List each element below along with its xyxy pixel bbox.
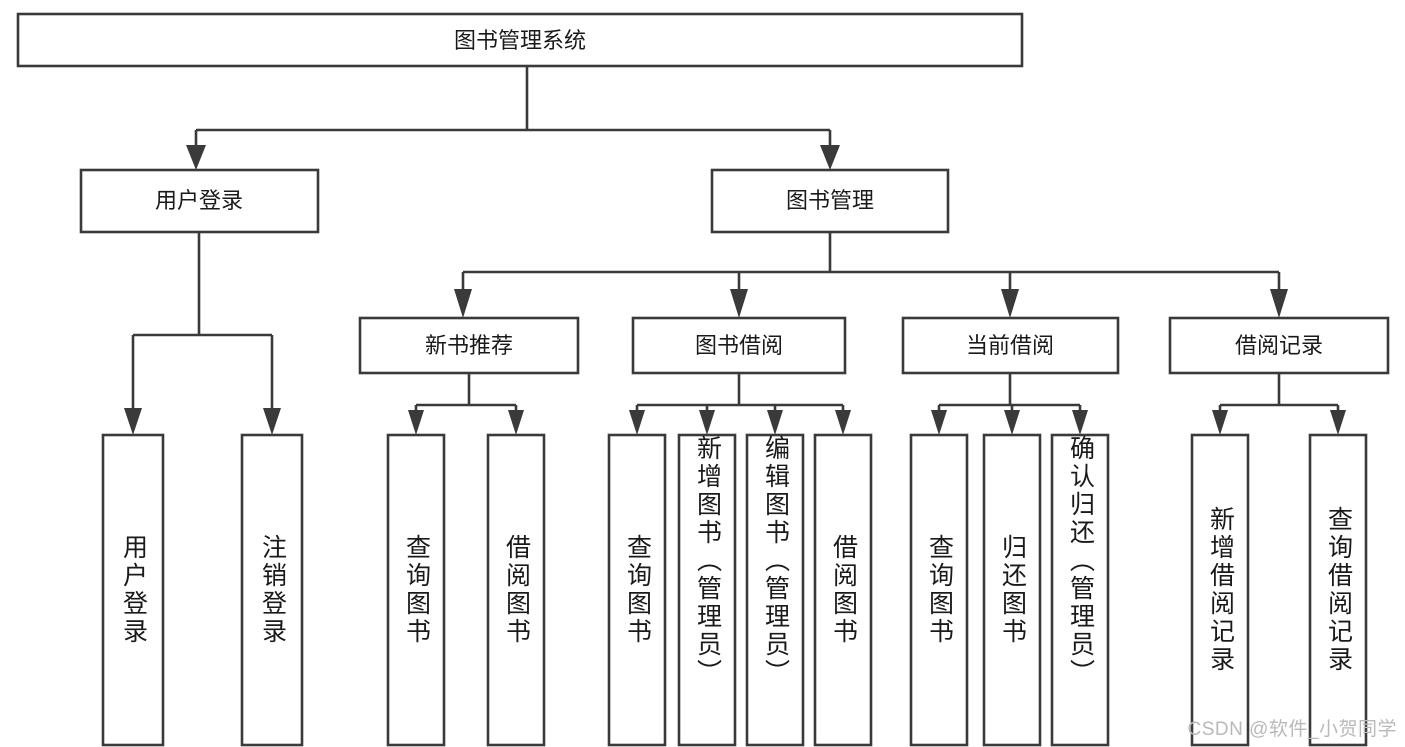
leaf-box[interactable] xyxy=(486,433,546,747)
node-level3-current-borrow[interactable]: 当前借阅 xyxy=(901,316,1120,375)
node-root[interactable]: 图书管理系统 xyxy=(16,12,1024,68)
arrow-head-icon xyxy=(408,410,424,435)
node-root-label: 图书管理系统 xyxy=(454,28,586,53)
node-new-book-recommend-box[interactable] xyxy=(358,316,580,375)
leaf-box[interactable] xyxy=(745,433,805,747)
watermark-text: CSDN @软件_小贺同学 xyxy=(1187,719,1397,740)
arrow-head-icon xyxy=(508,410,524,435)
node-level3-borrow-records[interactable]: 借阅记录 xyxy=(1168,316,1390,375)
arrow-head-icon xyxy=(186,145,206,170)
arrow-head-icon xyxy=(1330,410,1346,435)
node-level2-book-management[interactable]: 图书管理 xyxy=(710,168,950,234)
arrow-head-icon xyxy=(835,410,851,435)
arrow-head-icon xyxy=(124,408,142,435)
connector-group-current-borrow xyxy=(931,373,1088,435)
arrow-head-icon xyxy=(1270,289,1288,318)
node-root-box[interactable] xyxy=(16,12,1024,68)
connector-group-new-book xyxy=(408,373,524,435)
node-level3-new-book-recommend[interactable]: 新书推荐 xyxy=(358,316,580,375)
leaf-box[interactable] xyxy=(677,433,737,747)
arrow-head-icon xyxy=(1001,289,1019,318)
node-book-management-box[interactable] xyxy=(710,168,950,234)
arrow-head-icon xyxy=(699,410,715,435)
node-user-login-box[interactable] xyxy=(79,168,320,234)
connector-group-borrow xyxy=(629,373,851,435)
leaf-box[interactable] xyxy=(240,433,304,747)
arrow-head-icon xyxy=(263,408,281,435)
arrow-head-icon xyxy=(454,289,472,318)
leaf-box[interactable] xyxy=(386,433,446,747)
arrow-head-icon xyxy=(767,410,783,435)
connector-group-book-manage xyxy=(454,232,1288,318)
leaf-box-group xyxy=(101,433,1368,747)
leaf-box[interactable] xyxy=(1190,433,1250,747)
arrow-head-icon xyxy=(1072,410,1088,435)
connector-group-records xyxy=(1212,373,1346,435)
connector-group-root xyxy=(186,66,840,170)
node-level3-book-borrow[interactable]: 图书借阅 xyxy=(631,316,847,375)
node-current-borrow-box[interactable] xyxy=(901,316,1120,375)
node-book-management-label: 图书管理 xyxy=(786,188,874,213)
arrow-head-icon xyxy=(931,410,947,435)
node-book-borrow-box[interactable] xyxy=(631,316,847,375)
node-borrow-records-label: 借阅记录 xyxy=(1235,333,1323,358)
node-book-borrow-label: 图书借阅 xyxy=(695,333,783,358)
arrow-head-icon xyxy=(730,289,748,318)
arrow-head-icon xyxy=(820,145,840,170)
leaf-box[interactable] xyxy=(607,433,667,747)
leaf-box[interactable] xyxy=(1308,433,1368,747)
node-borrow-records-box[interactable] xyxy=(1168,316,1390,375)
node-level2-user-login[interactable]: 用户登录 xyxy=(79,168,320,234)
connector-group-user-login xyxy=(124,232,281,435)
arrow-head-icon xyxy=(1004,410,1020,435)
node-new-book-recommend-label: 新书推荐 xyxy=(425,333,513,358)
leaf-box[interactable] xyxy=(982,433,1042,747)
arrow-head-icon xyxy=(1212,410,1228,435)
node-current-borrow-label: 当前借阅 xyxy=(966,333,1054,358)
leaf-box[interactable] xyxy=(813,433,873,747)
leaf-box[interactable] xyxy=(1050,433,1110,747)
leaf-box[interactable] xyxy=(101,433,165,747)
leaf-box[interactable] xyxy=(909,433,969,747)
arrow-head-icon xyxy=(629,410,645,435)
node-user-login-label: 用户登录 xyxy=(155,188,243,213)
